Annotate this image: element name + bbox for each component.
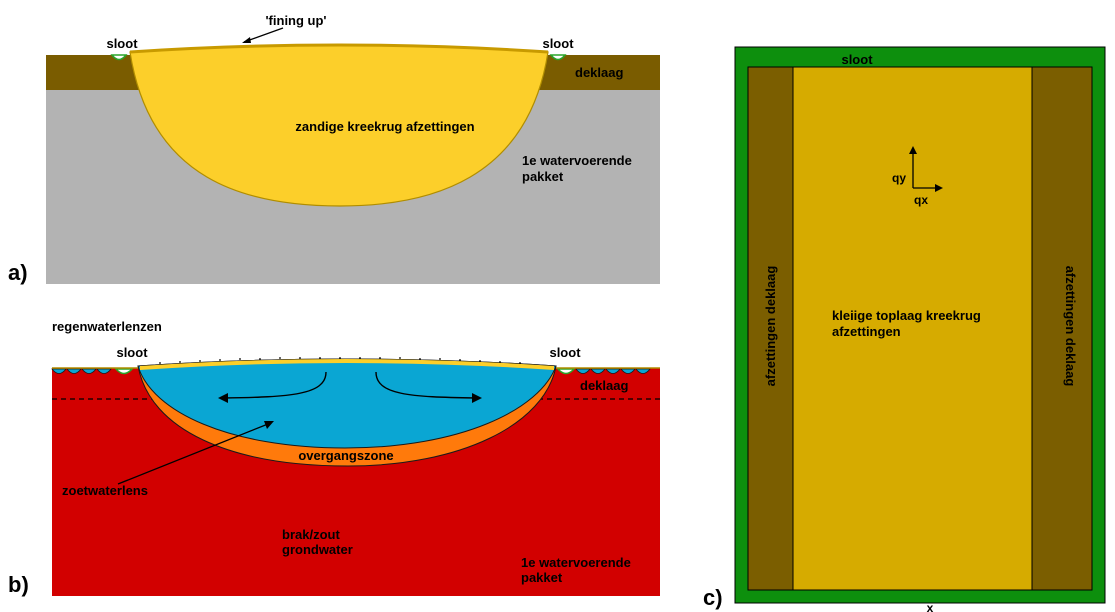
pakket-label-a-line2: pakket [522, 169, 564, 184]
fining-up-label: 'fining up' [265, 13, 326, 28]
panel-b: regenwaterlenzen sloot sloot deklaag ove… [8, 319, 660, 597]
panel-b-marker: b) [8, 572, 29, 597]
zoetwaterlens-label: zoetwaterlens [62, 483, 148, 498]
qx-label: qx [914, 193, 928, 207]
overgangszone-label: overgangszone [298, 448, 393, 463]
fining-up-arrowhead [242, 37, 251, 43]
sloot-right-a [549, 54, 567, 61]
regenwaterlenzen-left [51, 368, 112, 374]
flow-arrow-left [223, 371, 327, 399]
sloot-label-c: sloot [841, 52, 873, 67]
panel-a: 'fining up' sloot sloot deklaag zandige … [8, 13, 660, 285]
panel-c-marker: c) [703, 585, 723, 610]
sloot-left-label-a: sloot [106, 36, 138, 51]
fining-up-arrow [243, 27, 284, 43]
regenwaterlenzen-right [575, 368, 651, 374]
sloot-right-label-a: sloot [542, 36, 574, 51]
kreekrug-top-band [140, 359, 554, 370]
kreekrug-label: zandige kreekrug afzettingen [295, 119, 474, 134]
sloot-left-b [114, 368, 134, 375]
sloot-left-label-b: sloot [116, 345, 148, 360]
toplaag-label-line1: kleiige toplaag kreekrug [832, 308, 981, 323]
afzettingen-strip-right [1031, 66, 1093, 591]
qy-arrowhead [909, 146, 917, 154]
brak-label-line2: grondwater [282, 542, 353, 557]
toplaag-label-line2: afzettingen [832, 324, 901, 339]
flow-arrowhead-right [472, 393, 482, 403]
pakket-label-a-line1: 1e watervoerende [522, 153, 632, 168]
brak-label-line1: brak/zout [282, 527, 340, 542]
panel-c: sloot qy qx kleiige toplaag kreekrug afz… [703, 46, 1106, 612]
qy-label: qy [892, 171, 906, 185]
afzettingen-label-left: afzettingen deklaag [763, 266, 778, 387]
afzettingen-strip-left [747, 66, 794, 591]
flow-arrowhead-left [218, 393, 228, 403]
rain-dots [159, 357, 521, 364]
pakket-label-b-line2: pakket [521, 570, 563, 585]
fining-up-band [129, 43, 549, 54]
panel-a-marker: a) [8, 260, 28, 285]
zoetwaterlens-pointer [117, 423, 269, 485]
pakket-label-b-line1: 1e watervoerende [521, 555, 631, 570]
sloot-right-b [556, 368, 576, 375]
afzettingen-label-right: afzettingen deklaag [1063, 266, 1078, 387]
sloot-right-label-b: sloot [549, 345, 581, 360]
zoetwaterlens-pointer-head [264, 421, 274, 429]
sloot-left-a [110, 54, 128, 61]
deklaag-label-a: deklaag [575, 65, 623, 80]
x-axis-label: x [927, 601, 934, 612]
qx-arrowhead [935, 184, 943, 192]
deklaag-label-b: deklaag [580, 378, 628, 393]
regenwaterlenzen-label: regenwaterlenzen [52, 319, 162, 334]
flow-arrow-right [375, 371, 477, 399]
